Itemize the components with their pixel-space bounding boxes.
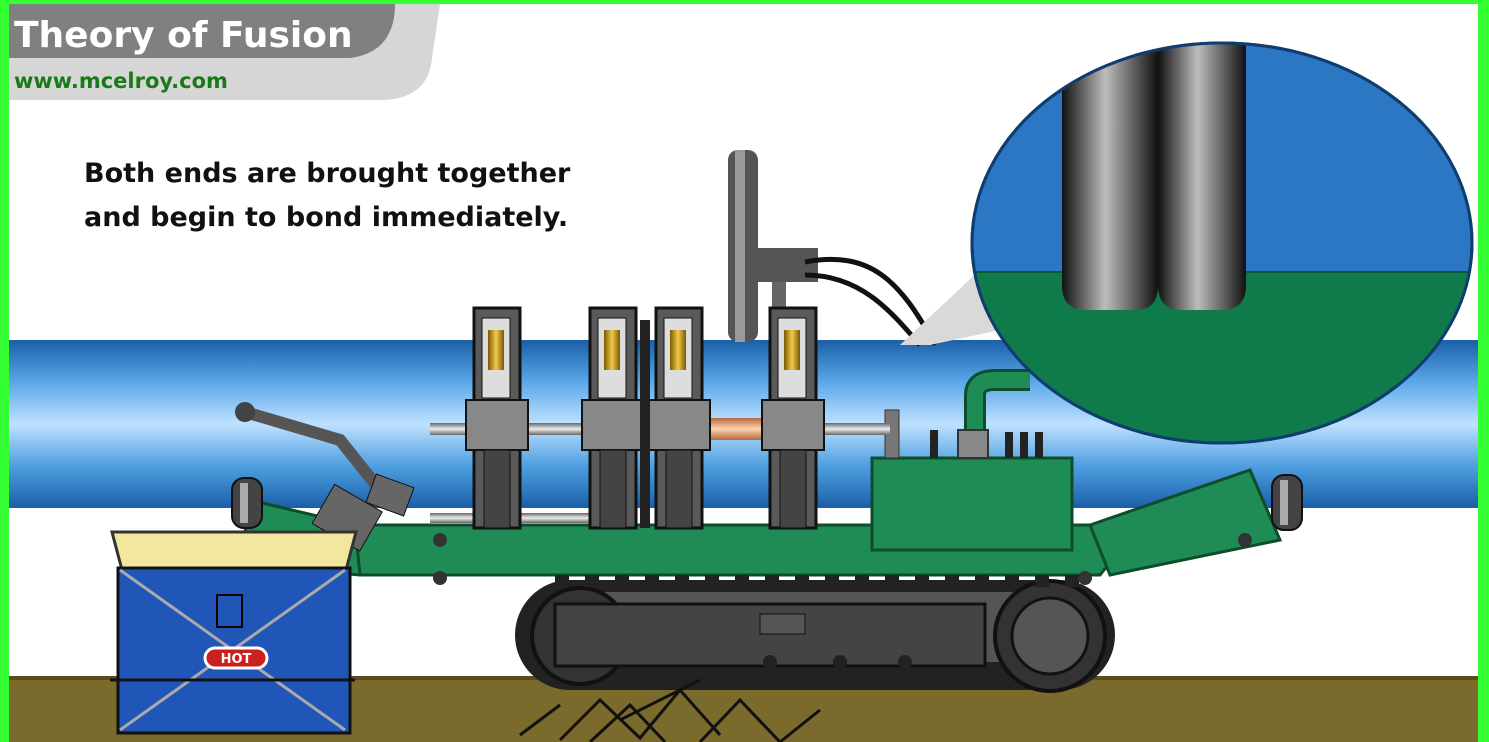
caption-line-2: and begin to bond immediately. <box>84 202 568 233</box>
top-frame-border <box>0 0 1489 4</box>
caption-line-1: Both ends are brought together <box>84 158 571 189</box>
hot-label: HOT <box>221 652 252 667</box>
right-frame-border <box>1478 0 1489 742</box>
left-frame-border <box>0 0 9 742</box>
title-text: Theory of Fusion <box>14 15 353 56</box>
title-banner: Theory of Fusion www.mcelroy.com <box>9 4 440 100</box>
website-url: www.mcelroy.com <box>14 69 228 93</box>
heater-box: HOT <box>110 532 356 733</box>
